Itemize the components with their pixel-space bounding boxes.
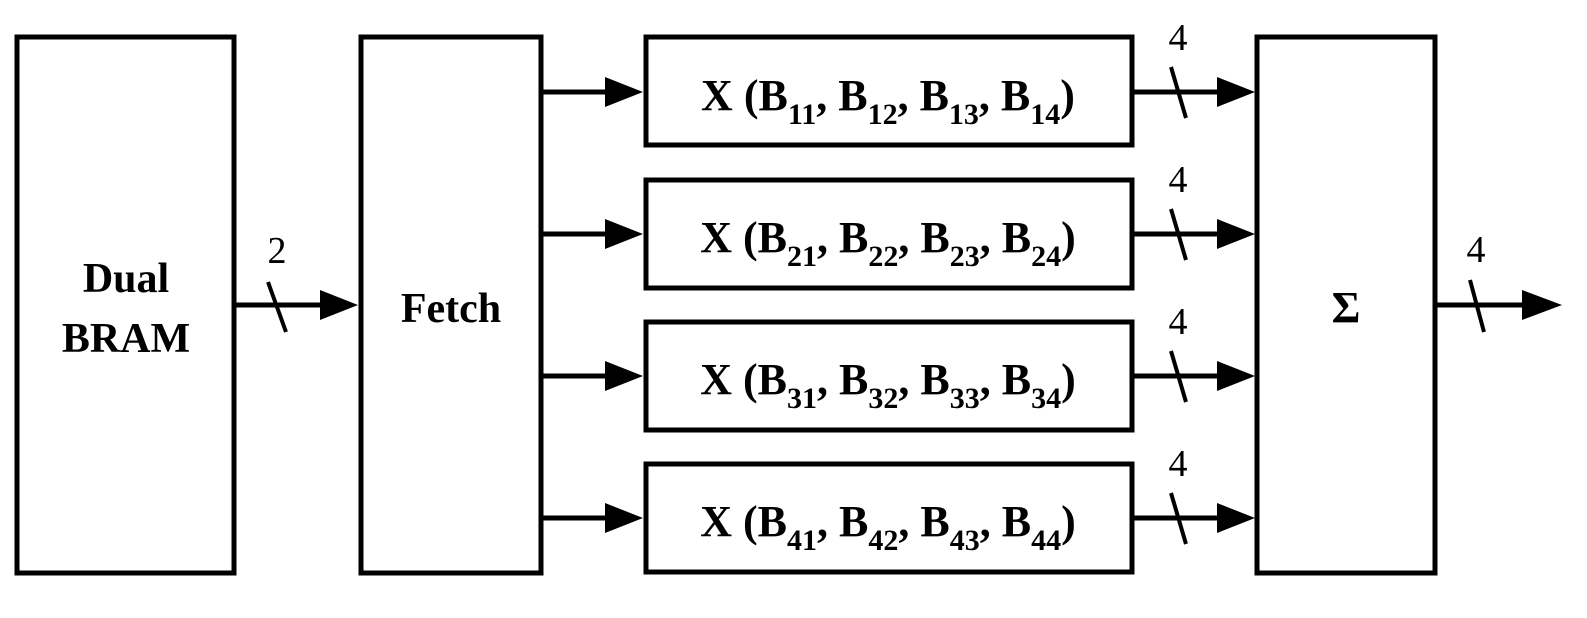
multiplier-row-4: X (B41, B42, B43, B44) 4 bbox=[541, 443, 1255, 575]
sum-block: Σ bbox=[1254, 34, 1438, 576]
multiplier-label-4: X (B41, B42, B43, B44) bbox=[700, 497, 1076, 557]
multiplier-row-1: X (B11, B12, B13, B14) 4 bbox=[541, 17, 1255, 148]
mult-3-width: 4 bbox=[1169, 301, 1188, 343]
multiplier-row-3: X (B31, B32, B33, B34) 4 bbox=[541, 301, 1255, 433]
mult-1-width: 4 bbox=[1169, 17, 1188, 59]
sum-output-width: 4 bbox=[1467, 229, 1486, 271]
sum-label: Σ bbox=[1332, 283, 1361, 332]
bus-width-slash bbox=[266, 281, 288, 333]
bus-width-slash bbox=[1169, 492, 1188, 545]
bram-to-fetch-bus: 2 bbox=[234, 230, 358, 333]
multiplier-label-2: X (B21, B22, B23, B24) bbox=[700, 213, 1076, 273]
dual-bram-block: Dual BRAM bbox=[14, 34, 237, 576]
bus-width-slash bbox=[1169, 350, 1188, 403]
dual-bram-label-line2: BRAM bbox=[62, 316, 190, 362]
mult-4-width: 4 bbox=[1169, 443, 1188, 485]
bram-to-fetch-width: 2 bbox=[268, 230, 287, 272]
multiplier-row-2: X (B21, B22, B23, B24) 4 bbox=[541, 159, 1255, 291]
multiplier-label-3: X (B31, B32, B33, B34) bbox=[700, 355, 1076, 415]
bus-width-slash bbox=[1169, 66, 1188, 119]
bus-width-slash bbox=[1169, 208, 1188, 261]
fetch-block: Fetch bbox=[358, 34, 544, 576]
mult-2-width: 4 bbox=[1169, 159, 1188, 201]
bus-width-slash bbox=[1468, 279, 1486, 333]
multiplier-label-1: X (B11, B12, B13, B14) bbox=[701, 71, 1075, 131]
fetch-label: Fetch bbox=[401, 286, 501, 332]
sum-output-bus: 4 bbox=[1435, 229, 1562, 333]
dual-bram-label-line1: Dual bbox=[83, 256, 169, 302]
